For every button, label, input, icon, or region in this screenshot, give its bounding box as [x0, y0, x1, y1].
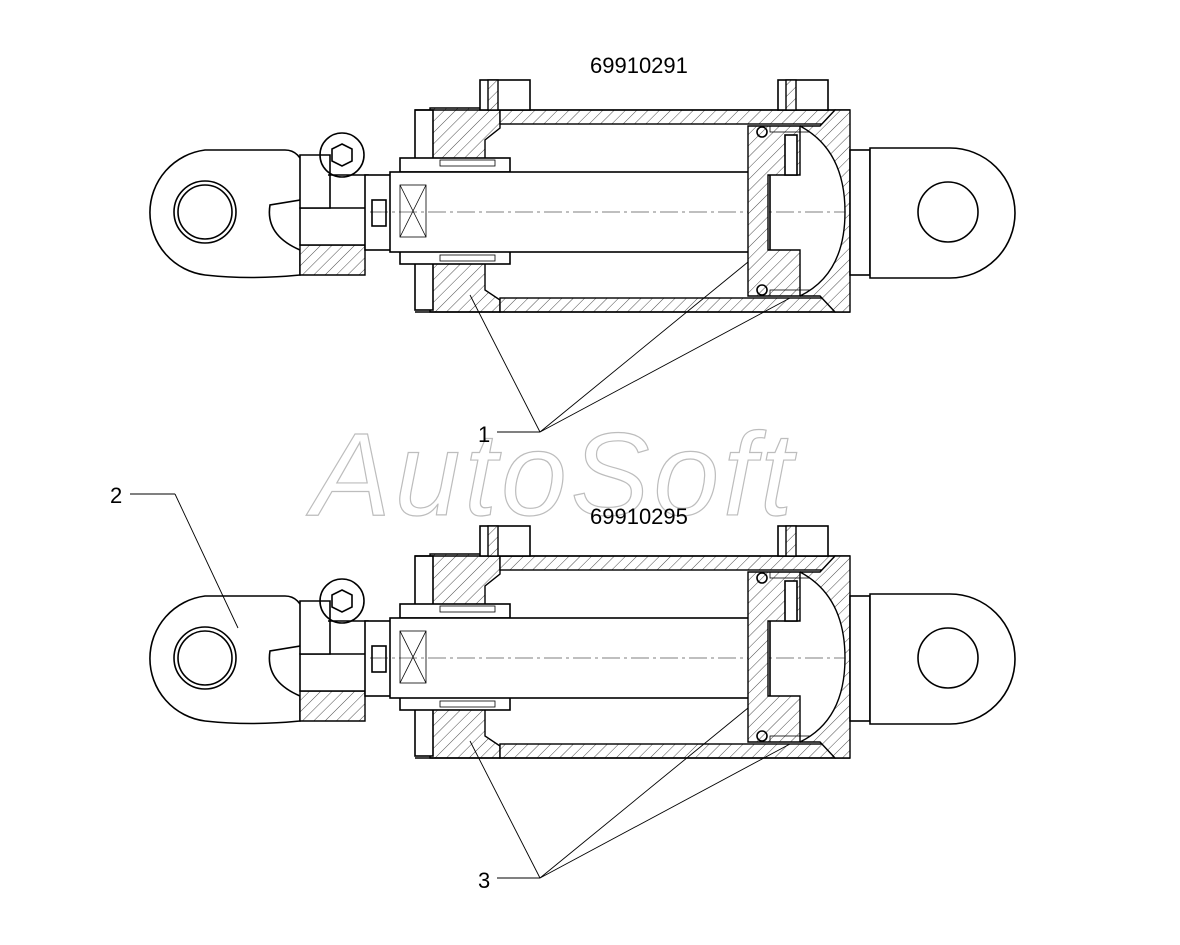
- callout-2: 2: [110, 483, 122, 508]
- cylinder-drawing-1: [149, 79, 1016, 313]
- part-number-1: 69910291: [590, 53, 688, 78]
- leader-lines-2: [130, 493, 239, 629]
- callout-3: 3: [478, 868, 490, 893]
- callout-1: 1: [478, 422, 490, 447]
- part-number-2: 69910295: [590, 504, 688, 529]
- cylinder-drawing-2: [149, 525, 1016, 759]
- leader-lines-3: [469, 707, 791, 879]
- watermark: AutoSoft: [306, 409, 797, 541]
- leader-lines-1: [469, 261, 791, 433]
